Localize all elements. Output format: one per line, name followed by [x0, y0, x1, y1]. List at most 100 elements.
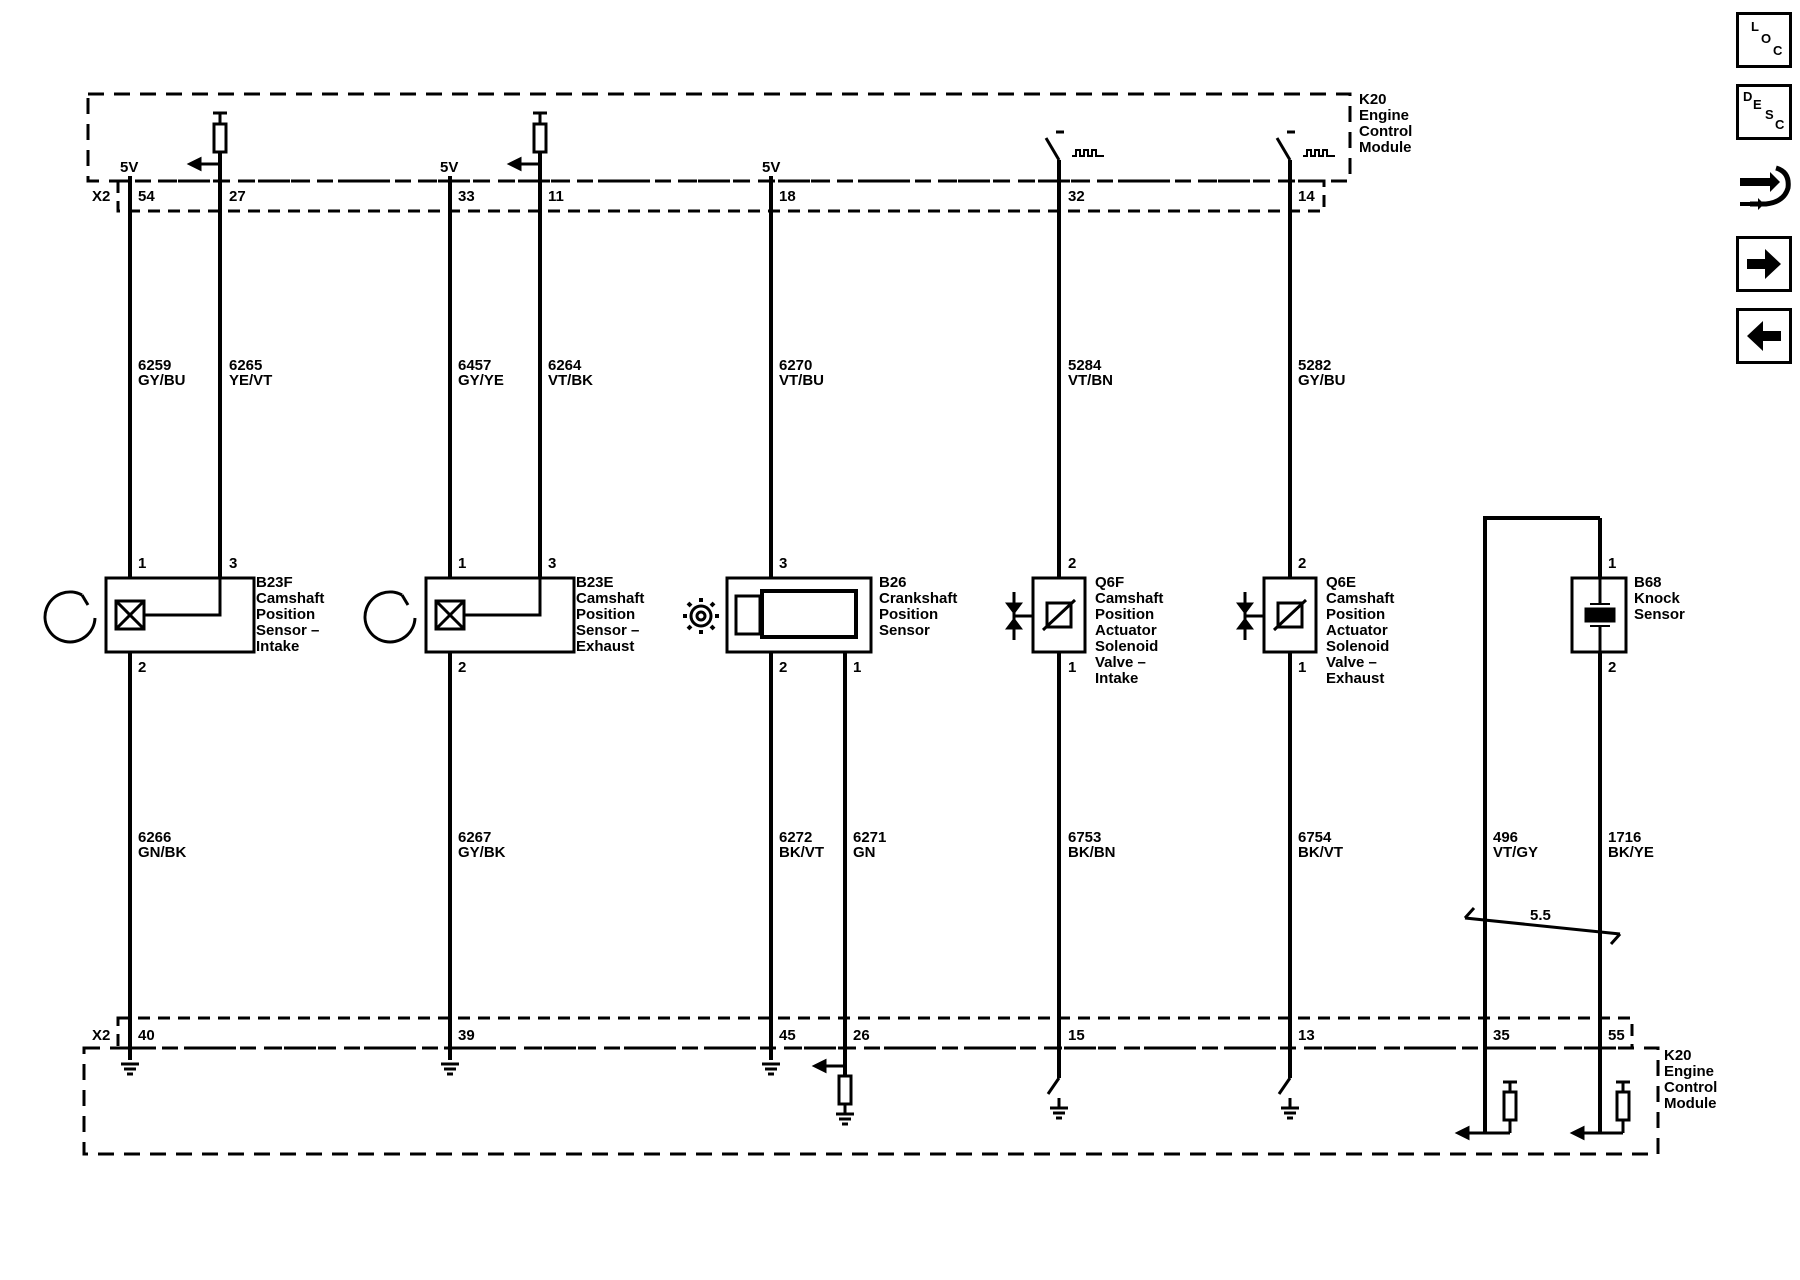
x2-bottom-connector-box [116, 1016, 1634, 1050]
ground-40 [121, 1062, 139, 1076]
wire-lower-color-0: GN/BK [138, 844, 187, 861]
component-desc-0-2: Sensor – [256, 622, 319, 639]
component-desc-2-2: Sensor [879, 622, 930, 639]
wire-lower-number-6: 496 [1493, 829, 1518, 846]
bottom-pin-5: 13 [1298, 1027, 1315, 1044]
top-pin-4: 18 [779, 188, 796, 205]
desc-letter-e: E [1753, 97, 1762, 112]
wire-upper-color-0: GY/BU [138, 372, 186, 389]
component-pin-0-2: 2 [138, 659, 146, 676]
pullup-resistor-35 [1454, 1080, 1518, 1141]
component-desc-2-1: Position [879, 606, 938, 623]
wire-upper-number-1: 6265 [229, 357, 262, 374]
component-desc-4-1: Position [1326, 606, 1385, 623]
q6e-actuator-solenoid-exhaust [1236, 576, 1318, 654]
component-pin-1-1: 3 [548, 555, 556, 572]
previous-page-button[interactable] [1736, 308, 1792, 364]
wire-lower-color-4: BK/BN [1068, 844, 1116, 861]
b26-crankshaft-sensor [683, 576, 873, 654]
top-pin-5: 32 [1068, 188, 1085, 205]
desc-letter-s: S [1765, 107, 1774, 122]
module-label-bottom-line-3: Module [1664, 1095, 1717, 1112]
wire-upper-number-4: 6270 [779, 357, 812, 374]
component-desc-0-3: Intake [256, 638, 299, 655]
pullup-resistor-11 [506, 111, 548, 172]
twisted-pair-label: 5.5 [1530, 907, 1551, 924]
component-desc-0-0: Camshaft [256, 590, 324, 607]
wire-upper-number-3: 6264 [548, 357, 582, 374]
module-label-bottom-line-1: Engine [1664, 1063, 1714, 1080]
switch-13 [1277, 1077, 1299, 1120]
voltage-label-0: 5V [120, 159, 138, 176]
wire-upper-color-6: GY/BU [1298, 372, 1346, 389]
module-label-bottom-line-0: K20 [1664, 1047, 1692, 1064]
component-id-0: B23F [256, 574, 293, 591]
component-desc-3-1: Position [1095, 606, 1154, 623]
wire-lower-number-0: 6266 [138, 829, 171, 846]
b68-knock-sensor [1570, 576, 1628, 654]
component-desc-2-0: Crankshaft [879, 590, 957, 607]
top-pin-1: 27 [229, 188, 246, 205]
component-pin-5-1: 2 [1608, 659, 1616, 676]
component-pin-3-1: 1 [1068, 659, 1076, 676]
bottom-pin-7: 55 [1608, 1027, 1625, 1044]
location-button[interactable]: L O C [1736, 12, 1792, 68]
wire-upper-number-6: 5282 [1298, 357, 1331, 374]
loc-letter-o: O [1761, 31, 1772, 46]
top-pin-0: 54 [138, 188, 155, 205]
component-desc-4-4: Valve – [1326, 654, 1377, 671]
wire-upper-number-2: 6457 [458, 357, 491, 374]
component-pin-1-2: 2 [458, 659, 466, 676]
arrow-left-icon [1747, 321, 1781, 351]
component-desc-3-5: Intake [1095, 670, 1138, 687]
component-desc-4-5: Exhaust [1326, 670, 1384, 687]
connector-label-bottom: X2 [92, 1027, 110, 1044]
component-desc-3-0: Camshaft [1095, 590, 1163, 607]
arrow-right-icon [1747, 249, 1781, 279]
component-desc-1-2: Sensor – [576, 622, 639, 639]
component-pin-0-0: 1 [138, 555, 146, 572]
wire-lower-color-5: BK/VT [1298, 844, 1343, 861]
component-desc-4-3: Solenoid [1326, 638, 1389, 655]
module-label-top-line-1: Engine [1359, 107, 1409, 124]
pulldown-resistor-26 [811, 1058, 854, 1126]
component-desc-1-3: Exhaust [576, 638, 634, 655]
wire-lower-color-2: BK/VT [779, 844, 824, 861]
component-desc-3-3: Solenoid [1095, 638, 1158, 655]
module-label-top-line-3: Module [1359, 139, 1412, 156]
bottom-pin-1: 39 [458, 1027, 475, 1044]
description-button[interactable]: D E S C [1736, 84, 1792, 140]
component-pin-2-0: 3 [779, 555, 787, 572]
switch-32 [1044, 130, 1104, 161]
voltage-label-1: 5V [440, 159, 458, 176]
bottom-pin-6: 35 [1493, 1027, 1510, 1044]
wire-upper-color-4: VT/BU [779, 372, 824, 389]
wire-lower-number-3: 6271 [853, 829, 886, 846]
switch-14 [1275, 130, 1335, 161]
component-pin-2-1: 2 [779, 659, 787, 676]
desc-letter-c: C [1775, 117, 1785, 132]
wire-upper-color-2: GY/YE [458, 372, 504, 389]
component-id-3: Q6F [1095, 574, 1124, 591]
component-pin-4-1: 1 [1298, 659, 1306, 676]
component-id-5: B68 [1634, 574, 1662, 591]
wire-lower-color-7: BK/YE [1608, 844, 1654, 861]
component-desc-0-1: Position [256, 606, 315, 623]
component-pin-3-0: 2 [1068, 555, 1076, 572]
wire-496 [1483, 516, 1600, 1133]
component-pin-2-2: 1 [853, 659, 861, 676]
q6f-actuator-solenoid-intake [1005, 576, 1087, 654]
ecm-bottom-box [82, 1046, 1660, 1156]
component-desc-3-2: Actuator [1095, 622, 1157, 639]
component-id-2: B26 [879, 574, 907, 591]
ground-39 [441, 1062, 459, 1076]
component-desc-3-4: Valve – [1095, 654, 1146, 671]
loc-letter-c: C [1773, 43, 1783, 58]
bottom-pin-0: 40 [138, 1027, 155, 1044]
connector-end-view-button[interactable] [1736, 158, 1792, 214]
x2-top-connector-box [116, 179, 1326, 213]
component-desc-4-0: Camshaft [1326, 590, 1394, 607]
component-pin-0-1: 3 [229, 555, 237, 572]
next-page-button[interactable] [1736, 236, 1792, 292]
